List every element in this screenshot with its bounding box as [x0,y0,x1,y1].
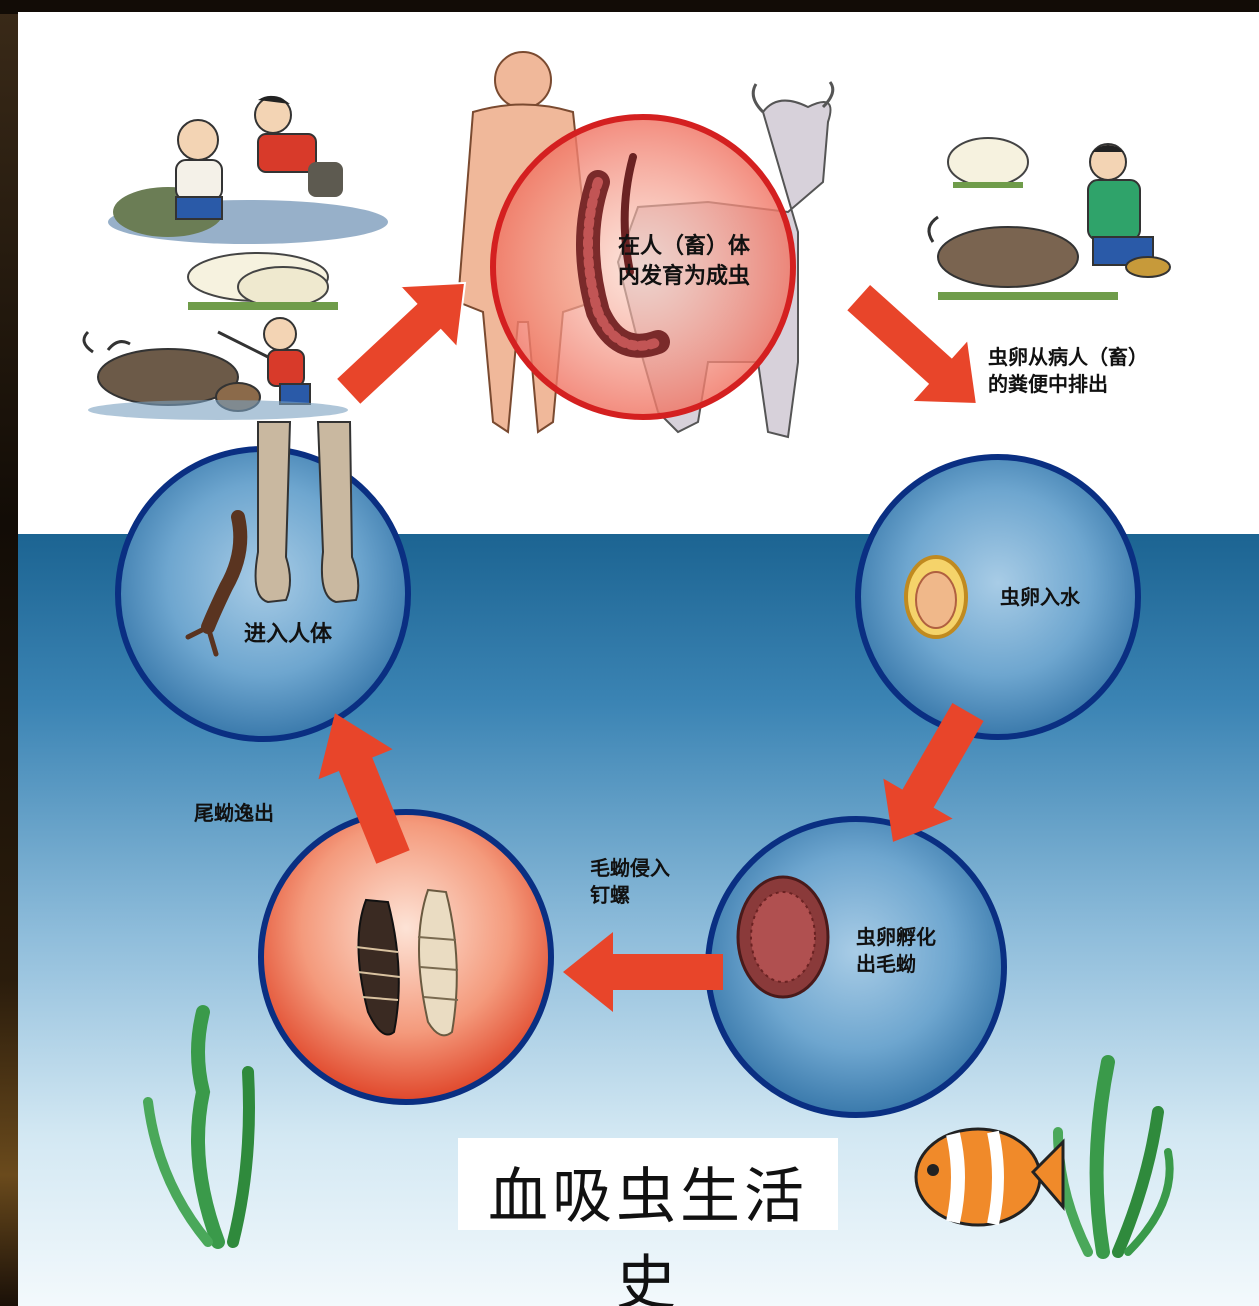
label-cercaria-exit: 尾蚴逸出 [194,800,274,827]
stage-circle-eggs-water [858,457,1138,737]
label-enter-human-body: 进入人体 [244,620,332,650]
label-host-development: 在人（畜）体 内发育为成虫 [618,232,750,291]
arrow-hatch-to-snail [563,932,723,1012]
label-eggs-into-water: 虫卵入水 [1000,584,1080,611]
stage-circle-snail [261,812,551,1102]
diagram-graphics [18,12,1259,1306]
excretion-scene-illustration [929,138,1170,300]
diagram-panel: 在人（畜）体 内发育为成虫 虫卵从病人（畜） 的粪便中排出 虫卵入水 虫卵孵化 … [18,12,1259,1306]
clownfish-illustration [916,1129,1063,1225]
label-miracidia-enter-snail: 毛蚴侵入 钉螺 [590,855,670,909]
egg-illustration [906,557,966,637]
dark-left-border [0,0,20,1306]
label-eggs-excreted: 虫卵从病人（畜） 的粪便中排出 [988,344,1148,398]
arrow-from-host [830,266,1005,435]
label-hatch-miracidia: 虫卵孵化 出毛蚴 [856,924,936,978]
seaweed-left [148,1012,249,1242]
miracidium-illustration [738,877,828,997]
diagram-title: 血吸虫生活史 [458,1148,838,1306]
seaweed-right [1058,1062,1170,1252]
